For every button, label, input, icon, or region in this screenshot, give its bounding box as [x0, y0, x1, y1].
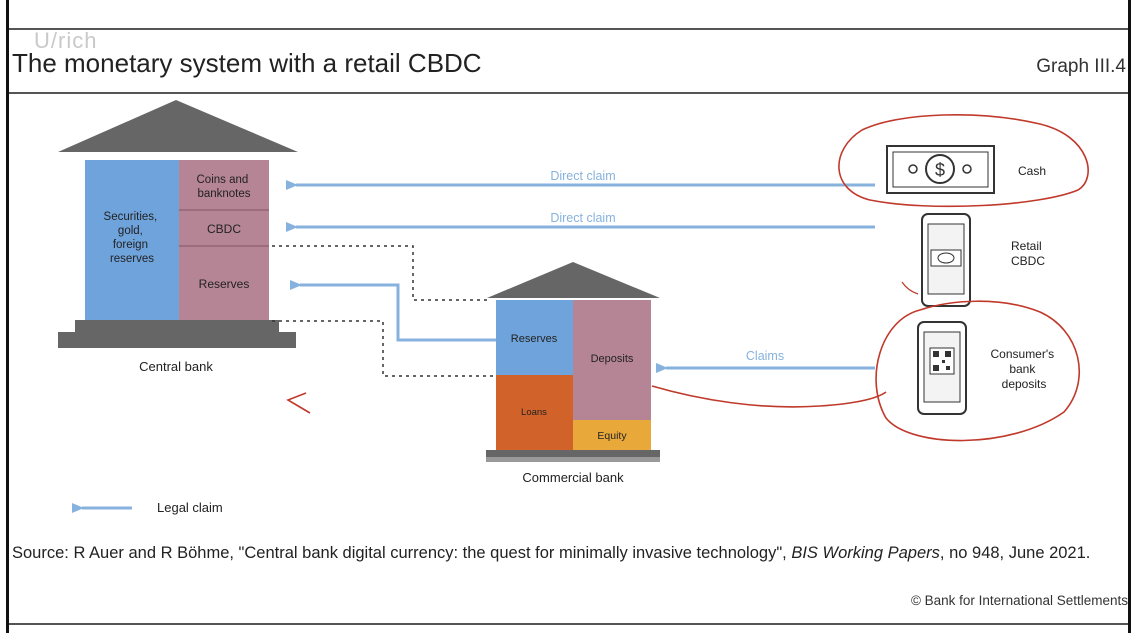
legend-label: Legal claim [157, 500, 223, 515]
commercial-bank-reserves-label: Reserves [511, 333, 558, 345]
less-than-annotation [286, 392, 311, 414]
frame-left-border [6, 0, 9, 633]
header-rule [9, 92, 1128, 94]
central-bank-coins-box [179, 160, 269, 210]
commercial-bank-reserves-box [496, 300, 573, 375]
cash-banknote-icon: $ [886, 145, 995, 194]
commercial-bank-equity-box [573, 420, 651, 450]
cash-label: Cash [1018, 164, 1046, 178]
central-bank-slab [75, 320, 279, 332]
central-bank-reserves-box [179, 246, 269, 320]
deposits-link-annotation [651, 385, 887, 408]
commercial-bank-loans-box [496, 375, 573, 450]
central-bank-cbdc-label: CBDC [207, 222, 241, 236]
retail-cbdc-phone-icon [921, 213, 971, 307]
bottom-rule [9, 623, 1128, 625]
commercial-bank: Reserves Loans Deposits Equity Commercia… [486, 262, 660, 485]
commercial-bank-roof [487, 262, 660, 298]
central-bank-assets-box [85, 160, 179, 320]
commercial-bank-slab [486, 450, 660, 457]
commercial-bank-caption: Commercial bank [522, 470, 624, 485]
central-bank-roof [58, 100, 298, 152]
watermark: U/rich [34, 28, 98, 53]
central-bank-cbdc-box [179, 210, 269, 246]
page-title: The monetary system with a retail CBDC [12, 48, 482, 78]
top-rule [9, 28, 1128, 30]
deposits-phone-icon [917, 321, 967, 415]
central-bank-base [58, 332, 296, 348]
central-bank-assets-label: Securities, gold, foreign reserves [104, 211, 161, 265]
central-bank-reserves-label: Reserves [199, 277, 250, 291]
reserves-claim-link [290, 280, 496, 342]
cbdc-dotted-link [272, 245, 487, 301]
cbdc-direct-claim-label: Direct claim [550, 211, 615, 225]
deposits-label: Consumer's bank deposits [991, 347, 1058, 391]
graph-number: Graph III.4 [1036, 56, 1126, 77]
central-bank-caption: Central bank [139, 359, 213, 374]
cash-direct-claim-label: Direct claim [550, 169, 615, 183]
source-note: Source: R Auer and R Böhme, "Central ban… [12, 540, 1124, 566]
retail-cbdc-label: Retail CBDC [1011, 239, 1045, 268]
commercial-bank-loans-label: Loans [521, 407, 547, 418]
deposits-circle-annotation [875, 300, 1080, 442]
source-prefix: Source: R Auer and R Böhme, "Central ban… [12, 544, 792, 562]
svg-text:$: $ [935, 160, 945, 180]
central-bank: Securities, gold, foreign reserves Coins… [58, 100, 298, 374]
source-journal: BIS Working Papers [791, 544, 940, 562]
copyright: © Bank for International Settlements [910, 593, 1128, 608]
commercial-bank-equity-label: Equity [597, 430, 627, 442]
cash-circle-annotation [838, 114, 1089, 208]
commercial-bank-deposits-box [573, 300, 651, 420]
reserves-dotted-link [272, 320, 496, 377]
cbdc-tick-annotation [901, 281, 919, 295]
frame-right-border [1128, 0, 1131, 633]
commercial-bank-deposits-label: Deposits [591, 353, 634, 365]
source-suffix: , no 948, June 2021. [939, 544, 1091, 562]
commercial-bank-base [486, 457, 660, 462]
central-bank-coins-label: Coins and banknotes [197, 174, 252, 200]
deposit-claim-label: Claims [746, 349, 784, 363]
